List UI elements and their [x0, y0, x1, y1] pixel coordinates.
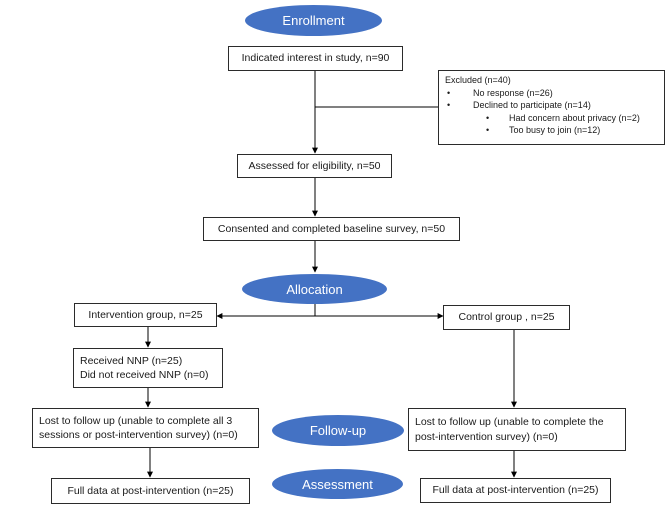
not-received-nnp-text: Did not received NNP (n=0): [80, 369, 209, 381]
received-nnp-text: Received NNP (n=25): [80, 354, 183, 367]
full-intervention-text: Full data at post-intervention (n=25): [67, 484, 234, 497]
excluded-item-declined: • Declined to participate (n=14): [445, 99, 658, 112]
full-data-control-box: Full data at post-intervention (n=25): [420, 478, 611, 503]
excluded-no-response-text: No response (n=26): [473, 87, 553, 98]
excluded-declined-text: Declined to participate (n=14): [473, 100, 591, 110]
lost-followup-control-box: Lost to follow up (unable to complete th…: [408, 408, 626, 451]
excluded-title: Excluded (n=40): [445, 75, 511, 85]
received-nnp-box: Received NNP (n=25) Did not received NNP…: [73, 348, 223, 388]
control-group-text: Control group , n=25: [458, 311, 555, 324]
bullet-icon: •: [447, 100, 451, 110]
eligibility-text: Assessed for eligibility, n=50: [248, 159, 381, 172]
excluded-privacy-text: Had concern about privacy (n=2): [509, 112, 640, 123]
followup-phase: Follow-up: [272, 415, 404, 446]
assessment-phase: Assessment: [272, 469, 403, 499]
interest-box: Indicated interest in study, n=90: [228, 46, 403, 71]
intervention-group-text: Intervention group, n=25: [88, 308, 203, 321]
excluded-item-privacy: • Had concern about privacy (n=2): [445, 112, 658, 125]
excluded-item-no-response: • No response (n=26): [445, 87, 658, 100]
lost-intervention-line-2: sessions or post-intervention survey) (n…: [39, 429, 238, 441]
bullet-icon: •: [486, 125, 490, 135]
full-data-intervention-box: Full data at post-intervention (n=25): [51, 478, 250, 504]
bullet-icon: •: [447, 87, 451, 98]
allocation-phase: Allocation: [242, 274, 387, 304]
consented-box: Consented and completed baseline survey,…: [203, 217, 460, 241]
eligibility-box: Assessed for eligibility, n=50: [237, 154, 392, 178]
lost-control-line-2: post-intervention survey) (n=0): [415, 430, 558, 443]
full-control-text: Full data at post-intervention (n=25): [432, 484, 599, 497]
excluded-box: Excluded (n=40) • No response (n=26) • D…: [438, 70, 665, 145]
bullet-icon: •: [486, 112, 490, 123]
consented-text: Consented and completed baseline survey,…: [217, 222, 446, 235]
lost-control-line-1: Lost to follow up (unable to complete th…: [415, 416, 604, 429]
interest-text: Indicated interest in study, n=90: [241, 52, 390, 65]
excluded-item-busy: • Too busy to join (n=12): [445, 124, 658, 137]
enrollment-phase: Enrollment: [245, 5, 382, 36]
lost-followup-intervention-box: Lost to follow up (unable to complete al…: [32, 408, 259, 448]
intervention-group-box: Intervention group, n=25: [74, 303, 217, 327]
excluded-busy-text: Too busy to join (n=12): [509, 125, 601, 135]
control-group-box: Control group , n=25: [443, 305, 570, 330]
lost-intervention-line-1: Lost to follow up (unable to complete al…: [39, 414, 233, 427]
